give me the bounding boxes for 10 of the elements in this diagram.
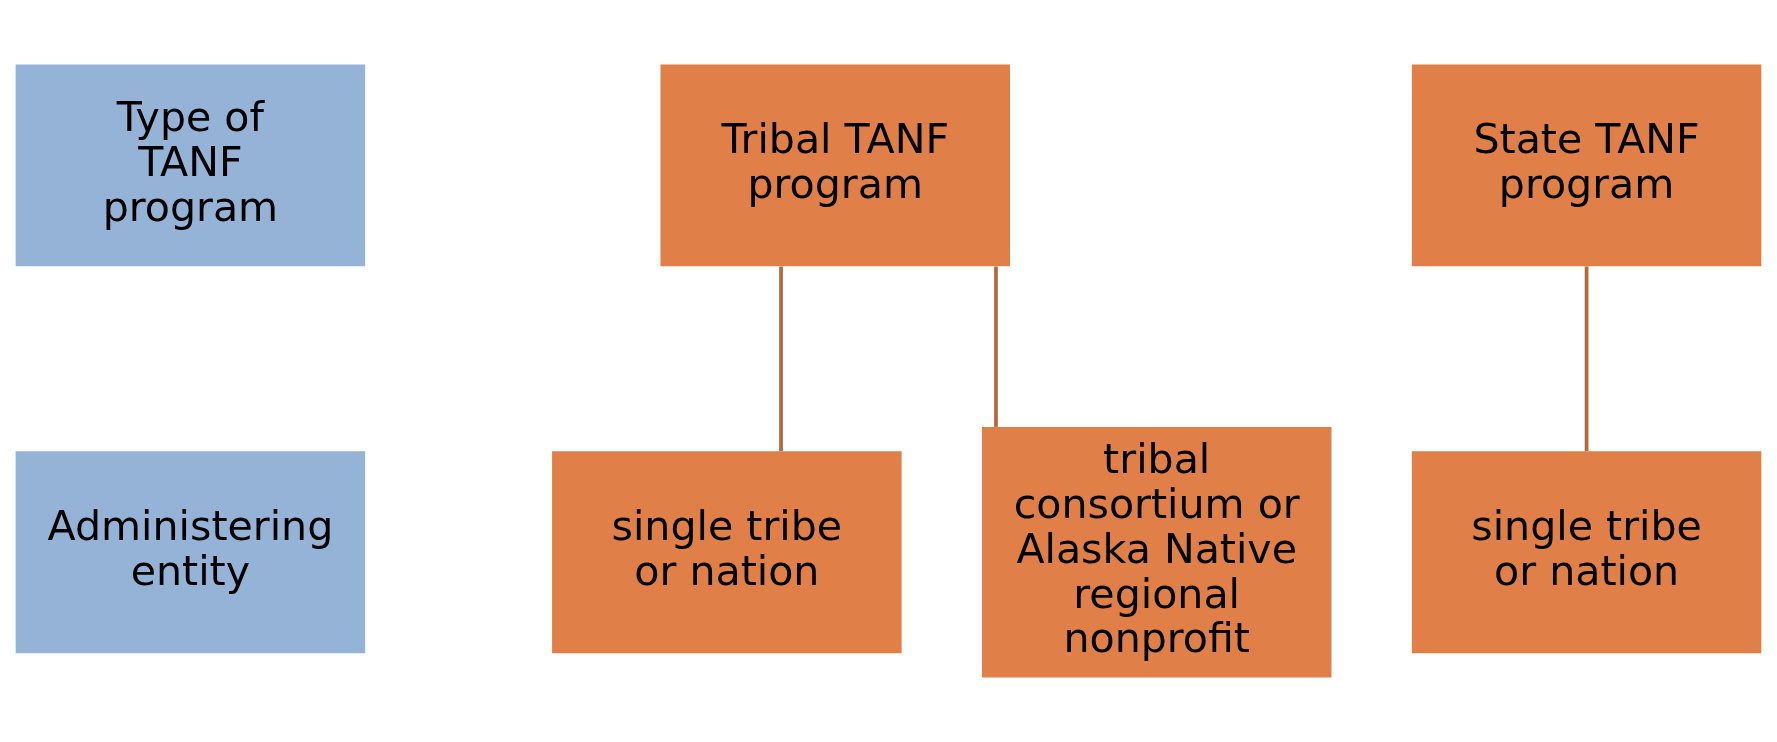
node-box: Tribal TANF program: [660, 64, 1010, 267]
node-box: single tribe or nation: [1411, 451, 1762, 654]
node-box: single tribe or nation: [552, 451, 902, 654]
node-box: tribal consortium or Alaska Native regional nonprofit: [981, 427, 1332, 678]
connector: [779, 266, 783, 452]
connector: [994, 266, 998, 427]
node-box: Administering entity: [15, 451, 366, 654]
node-box: State TANF program: [1411, 64, 1762, 267]
node-box: Type of TANF program: [15, 64, 366, 267]
connector: [1584, 266, 1589, 452]
